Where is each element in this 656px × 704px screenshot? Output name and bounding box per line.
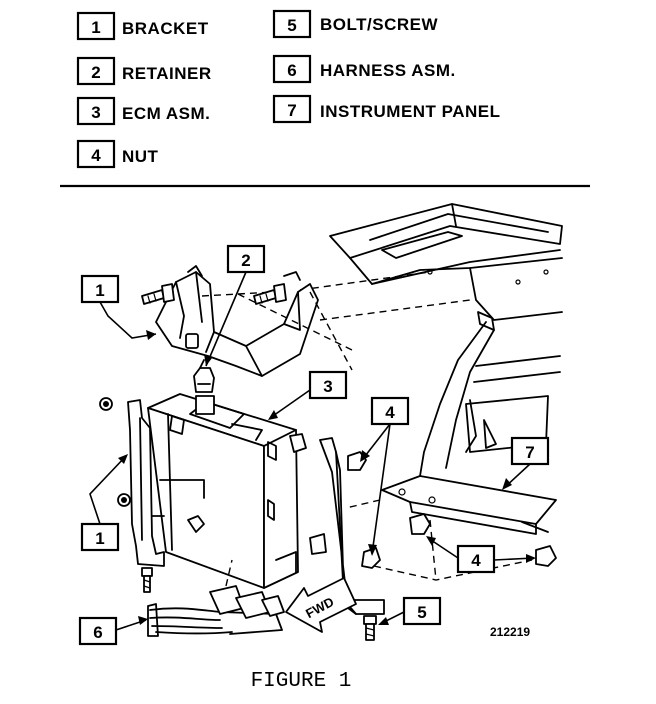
assembly-line bbox=[429, 519, 437, 581]
svg-text:5: 5 bbox=[417, 603, 426, 622]
nut-left-middle bbox=[117, 493, 131, 507]
figure-caption: FIGURE 1 bbox=[251, 670, 352, 693]
legend-item-bolt: 5 BOLT/SCREW bbox=[272, 9, 438, 39]
legend-item-nut: 4 NUT bbox=[76, 139, 159, 169]
legend-item-ecm: 3 ECM ASM. bbox=[76, 96, 210, 126]
callout-instrument-panel: 7 bbox=[502, 436, 550, 490]
callout-harness: 6 bbox=[78, 616, 148, 646]
callout-retainer: 2 bbox=[204, 244, 266, 367]
grommet-ecm-lower bbox=[309, 533, 327, 555]
legend-label: NUT bbox=[122, 147, 159, 166]
callout-bolt: 5 bbox=[378, 596, 442, 626]
legend-label: BRACKET bbox=[122, 19, 209, 38]
callout-ecm: 3 bbox=[268, 370, 348, 420]
legend-label: ECM ASM. bbox=[122, 104, 210, 123]
legend-label: RETAINER bbox=[122, 64, 212, 83]
legend-number: 4 bbox=[91, 146, 101, 165]
svg-text:1: 1 bbox=[95, 529, 104, 548]
callout-bracket-top: 1 bbox=[80, 274, 157, 340]
assembly-line bbox=[373, 559, 533, 581]
legend-number: 2 bbox=[91, 63, 100, 82]
svg-text:2: 2 bbox=[241, 251, 250, 270]
legend-number: 1 bbox=[91, 18, 100, 37]
legend-number: 3 bbox=[91, 103, 100, 122]
instrument-panel-drawing bbox=[299, 203, 563, 535]
forward-direction-arrow: FWD bbox=[285, 577, 357, 633]
grommet-ecm-upper bbox=[289, 433, 307, 453]
legend-number-box bbox=[76, 11, 116, 41]
svg-text:4: 4 bbox=[385, 403, 395, 422]
ecm-module-drawing bbox=[147, 393, 299, 589]
upper-screw-right bbox=[253, 283, 287, 305]
legend-number-box bbox=[76, 139, 116, 169]
svg-text:7: 7 bbox=[525, 443, 534, 462]
legend-number: 6 bbox=[287, 61, 296, 80]
legend-item-instrument-panel: 7 INSTRUMENT PANEL bbox=[272, 94, 501, 124]
legend-label: BOLT/SCREW bbox=[320, 15, 438, 34]
callout-bracket-bottom: 1 bbox=[80, 454, 128, 552]
svg-text:3: 3 bbox=[323, 377, 332, 396]
legend-item-bracket: 1 BRACKET bbox=[76, 11, 209, 41]
nut-left-upper bbox=[99, 397, 113, 411]
svg-text:6: 6 bbox=[93, 623, 102, 642]
legend-number-box bbox=[76, 56, 116, 86]
retainer-drawing bbox=[193, 359, 215, 393]
bolt-right bbox=[363, 615, 377, 641]
legend-number-box bbox=[272, 54, 312, 84]
legend-number-box bbox=[272, 9, 312, 39]
svg-text:4: 4 bbox=[471, 551, 481, 570]
callout-nut-top: 4 bbox=[360, 396, 410, 556]
callout-nut-bottom: 4 bbox=[426, 536, 536, 574]
nut-panel-right bbox=[535, 545, 557, 567]
legend-number-box bbox=[76, 96, 116, 126]
legend-item-harness: 6 HARNESS ASM. bbox=[272, 54, 456, 84]
harness-drawing bbox=[147, 559, 285, 637]
upper-screw-left bbox=[141, 283, 175, 305]
legend-label: HARNESS ASM. bbox=[320, 61, 456, 80]
legend-number-box bbox=[272, 94, 312, 124]
left-bracket-drawing bbox=[127, 399, 165, 567]
svg-text:1: 1 bbox=[95, 281, 104, 300]
nut-panel-left bbox=[409, 513, 431, 535]
legend-item-retainer: 2 RETAINER bbox=[76, 56, 212, 86]
upper-bracket-drawing bbox=[155, 265, 353, 377]
legend-number: 7 bbox=[287, 101, 296, 120]
figure-code: 212219 bbox=[490, 625, 530, 639]
legend: 1 BRACKET 2 RETAINER 3 ECM ASM. 4 NUT 5 … bbox=[76, 9, 501, 169]
legend-label: INSTRUMENT PANEL bbox=[320, 102, 501, 121]
bolt-left bbox=[141, 567, 153, 593]
legend-number: 5 bbox=[287, 16, 296, 35]
